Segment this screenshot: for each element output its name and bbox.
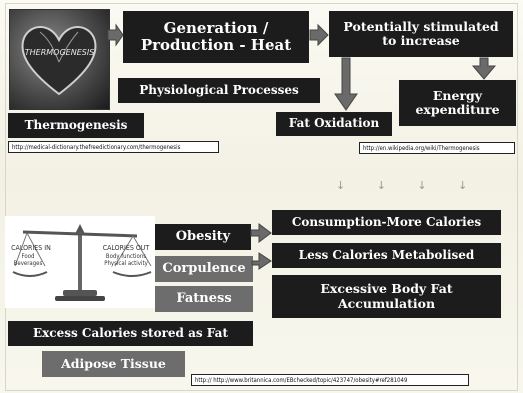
- thermogenesis-box: Thermogenesis: [8, 113, 144, 138]
- url-medical-dictionary[interactable]: http://medical-dictionary.thefreediction…: [8, 141, 219, 153]
- heart-icon: [21, 26, 97, 96]
- divider-arrows: ↓ ↓ ↓ ↓: [336, 179, 482, 192]
- slide-frame: [5, 3, 518, 391]
- excessive-box: Excessive Body Fat Accumulation: [272, 275, 501, 318]
- physiological-box: Physiological Processes: [118, 78, 320, 103]
- consumption-box: Consumption-More Calories: [272, 210, 501, 235]
- less-calories-box: Less Calories Metabolised: [272, 243, 501, 268]
- calories-out-label: CALORIES OUT: [102, 244, 150, 252]
- arrow-obesity-to-consumption: [250, 223, 272, 243]
- obesity-box: Obesity: [155, 224, 251, 250]
- stimulated-box: Potentially stimulated to increase: [329, 11, 513, 57]
- url-wikipedia[interactable]: http://en.wikipedia.org/wiki/Thermogenes…: [359, 142, 515, 154]
- scale-image: CALORIES IN Food Beverages CALORIES OUT …: [5, 216, 155, 308]
- energy-box: Energy expenditure: [399, 80, 516, 126]
- fatness-box: Fatness: [155, 286, 253, 312]
- excess-stored-box: Excess Calories stored as Fat: [8, 321, 253, 346]
- heart-image: THERMOGENESIS: [9, 9, 110, 110]
- adipose-box: Adipose Tissue: [42, 351, 185, 377]
- generation-box: Generation / Production - Heat: [123, 11, 309, 63]
- calories-in-items: Food Beverages: [13, 253, 43, 267]
- corpulence-box: Corpulence: [155, 256, 253, 282]
- arrow-corpulence-to-less-calories: [251, 252, 272, 270]
- arrow-stimulated-to-energy: [471, 57, 497, 80]
- arrow-generation-to-stimulated: [309, 23, 329, 47]
- fat-oxidation-box: Fat Oxidation: [276, 112, 392, 136]
- arrow-heart-to-generation: [107, 23, 124, 47]
- calories-in-label: CALORIES IN: [11, 244, 51, 252]
- url-britannica[interactable]: http:// http://www.britannica.com/EBchec…: [191, 374, 469, 386]
- arrow-stimulated-to-fat-oxidation: [334, 57, 358, 111]
- balance-scale-icon: [12, 224, 152, 301]
- heart-label: THERMOGENESIS: [24, 48, 95, 57]
- calories-out-items: Body functions Physical activity: [104, 253, 148, 267]
